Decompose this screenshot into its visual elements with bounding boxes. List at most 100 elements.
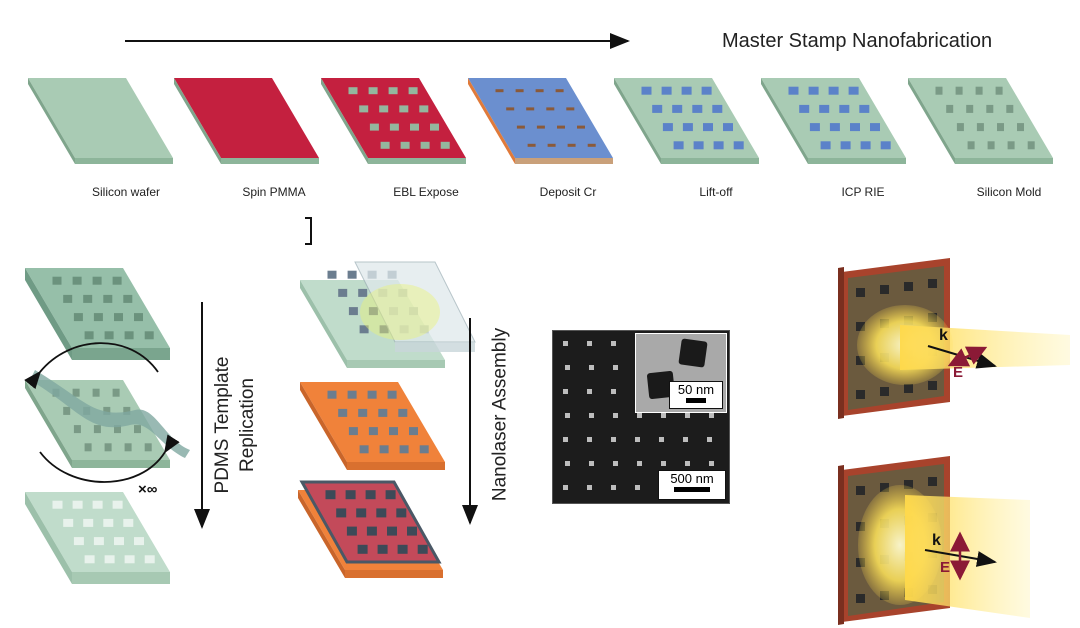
sem-particle bbox=[685, 413, 690, 418]
etched-pillar bbox=[850, 123, 860, 132]
ebl-opening bbox=[369, 123, 379, 131]
sem-particle bbox=[565, 413, 570, 418]
pdms-well bbox=[114, 537, 124, 546]
pdms-replica bbox=[25, 492, 170, 584]
nanoparticle bbox=[338, 288, 348, 297]
nanoparticle bbox=[389, 427, 398, 436]
cr-mask bbox=[682, 123, 693, 132]
nanoparticle bbox=[419, 445, 429, 454]
cr-mask bbox=[661, 86, 672, 95]
wafer-ebl bbox=[321, 78, 466, 164]
sem-particle bbox=[563, 437, 568, 442]
nanoparticle bbox=[417, 544, 428, 554]
sem-particle bbox=[587, 485, 592, 490]
nanoparticle bbox=[347, 390, 357, 399]
nanoparticle bbox=[387, 526, 397, 536]
cr-mask bbox=[712, 104, 723, 113]
etched-pillar bbox=[828, 86, 839, 95]
pdms-well bbox=[112, 276, 122, 285]
etched-pillar bbox=[880, 141, 891, 150]
sem-particle bbox=[613, 413, 618, 418]
cr-mask bbox=[703, 123, 713, 132]
mold-pillar bbox=[1007, 141, 1015, 150]
nanoparticle bbox=[904, 384, 913, 393]
sem-particle bbox=[589, 413, 594, 418]
mold-pillar bbox=[966, 104, 974, 113]
cr-feature bbox=[536, 125, 545, 129]
e-arrow-top bbox=[947, 346, 988, 367]
mold-pillar bbox=[103, 406, 111, 415]
nanoparticle bbox=[928, 477, 937, 486]
sem-particle bbox=[589, 365, 594, 370]
pdms-peel bbox=[25, 370, 190, 468]
pdms-top-slab bbox=[25, 268, 170, 360]
wafer-icp bbox=[761, 78, 906, 164]
nanoparticle bbox=[348, 427, 358, 436]
nanoparticle bbox=[880, 387, 889, 396]
pdms-label: PDMS Template Replication bbox=[210, 345, 260, 505]
mold-pillar bbox=[63, 406, 71, 415]
mold-pillar bbox=[1006, 104, 1014, 113]
etched-pillar bbox=[839, 104, 850, 113]
cr-feature bbox=[557, 125, 565, 129]
ebl-opening bbox=[359, 105, 369, 113]
cr-feature bbox=[547, 143, 556, 147]
sem-particle bbox=[635, 485, 640, 490]
sem-particle bbox=[661, 413, 666, 418]
nanoparticle bbox=[856, 390, 865, 399]
mold-pillar bbox=[84, 443, 92, 452]
nanoparticle bbox=[377, 544, 388, 554]
assembly-final bbox=[298, 480, 443, 578]
sem-particle bbox=[563, 485, 568, 490]
sem-inset: 50 nm bbox=[635, 333, 727, 413]
ebl-opening bbox=[420, 141, 430, 149]
sem-particle bbox=[565, 461, 570, 466]
cr-mask bbox=[641, 86, 652, 95]
wafer-mold bbox=[908, 78, 1053, 164]
sem-particle bbox=[563, 341, 568, 346]
ebl-opening bbox=[380, 141, 390, 149]
nanoparticle bbox=[379, 325, 389, 334]
cr-feature bbox=[555, 89, 564, 93]
nanoparticle bbox=[904, 282, 913, 291]
nanoparticle bbox=[338, 408, 348, 417]
nanoparticle bbox=[327, 270, 337, 279]
nanoparticle bbox=[385, 490, 396, 500]
mold-pillar bbox=[946, 104, 954, 113]
nanoparticle bbox=[346, 526, 357, 536]
etched-pillar bbox=[820, 141, 831, 150]
cr-feature bbox=[515, 89, 524, 93]
etched-pillar bbox=[829, 123, 840, 132]
pdms-well bbox=[73, 313, 83, 322]
inset-scale-bar: 50 nm bbox=[669, 381, 723, 409]
cr-feature bbox=[546, 107, 555, 111]
cr-feature bbox=[506, 107, 515, 111]
assembly-stamp bbox=[300, 261, 476, 368]
nanoparticle bbox=[376, 508, 387, 518]
ebl-opening bbox=[399, 105, 409, 113]
mold-pillar bbox=[1027, 141, 1035, 150]
nanoparticle bbox=[359, 445, 369, 454]
mold-pillar bbox=[986, 104, 994, 113]
pdms-well bbox=[52, 276, 62, 285]
etched-pillar bbox=[819, 104, 830, 113]
ebl-opening bbox=[419, 105, 429, 113]
sem-particle bbox=[709, 461, 714, 466]
step-label-spin-pmma: Spin PMMA bbox=[242, 185, 306, 199]
nanoparticle bbox=[856, 322, 865, 331]
nanoparticle bbox=[356, 508, 367, 518]
pdms-well bbox=[112, 500, 123, 509]
mold-pillar bbox=[956, 123, 964, 132]
etched-pillar bbox=[788, 86, 799, 95]
cr-feature bbox=[527, 143, 536, 147]
pdms-well bbox=[72, 500, 83, 509]
pdms-well bbox=[104, 555, 115, 564]
sem-particle bbox=[611, 485, 616, 490]
step-label-silicon-mold: Silicon Mold bbox=[976, 185, 1042, 199]
nanoparticle bbox=[366, 526, 377, 536]
nanoparticle bbox=[856, 288, 865, 297]
pdms-well bbox=[93, 313, 103, 322]
cr-mask bbox=[723, 123, 733, 132]
sem-particle bbox=[683, 437, 688, 442]
